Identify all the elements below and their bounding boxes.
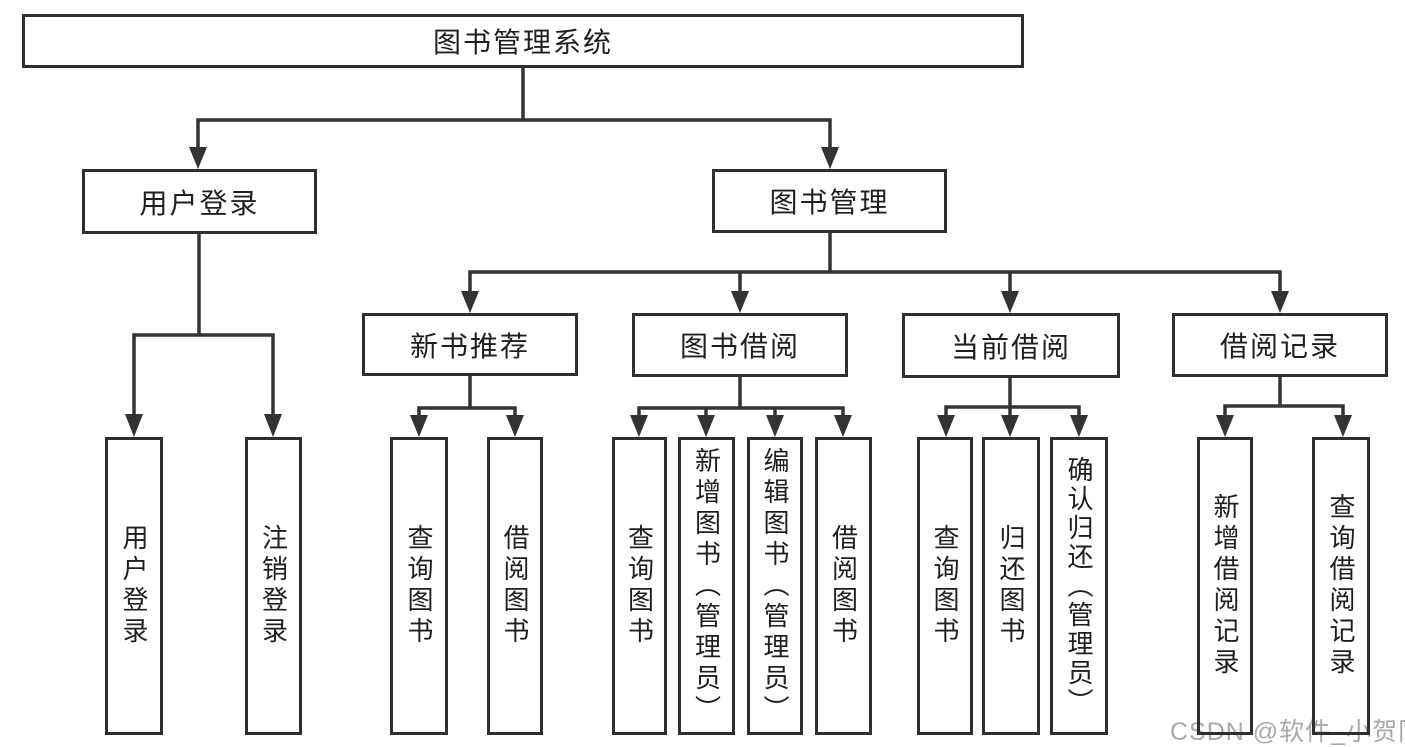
node-borrow-records: 借阅记录 xyxy=(1172,313,1388,377)
node-logout: 注销登录 xyxy=(245,437,302,735)
node-bor-edit-books-admin-label: 编辑图书（管理员） xyxy=(760,446,790,726)
node-cur-return-books: 归还图书 xyxy=(982,437,1040,735)
node-book-borrow: 图书借阅 xyxy=(632,313,848,377)
node-borrow-records-label: 借阅记录 xyxy=(1219,331,1340,362)
node-bor-query-books: 查询图书 xyxy=(612,437,667,735)
node-user-login: 用户登录 xyxy=(82,169,317,234)
node-cur-query-books: 查询图书 xyxy=(917,437,973,735)
node-add-borrow-record-label: 新增借阅记录 xyxy=(1210,493,1240,679)
node-user-login-label: 用户登录 xyxy=(139,187,260,219)
node-new-book-recommend: 新书推荐 xyxy=(362,313,578,376)
node-add-borrow-record: 新增借阅记录 xyxy=(1197,437,1253,735)
node-query-borrow-record-label: 查询借阅记录 xyxy=(1326,493,1356,679)
node-bor-borrow-books: 借阅图书 xyxy=(815,437,872,735)
node-bor-edit-books-admin: 编辑图书（管理员） xyxy=(747,437,803,735)
node-bor-add-books-admin: 新增图书（管理员） xyxy=(678,437,735,735)
node-bor-query-books-label: 查询图书 xyxy=(624,524,655,648)
node-current-borrow: 当前借阅 xyxy=(902,313,1120,378)
node-bor-borrow-books-label: 借阅图书 xyxy=(828,524,859,648)
node-book-management: 图书管理 xyxy=(712,169,947,233)
node-cur-confirm-return-admin: 确认归还（管理员） xyxy=(1050,437,1108,735)
node-logout-label: 注销登录 xyxy=(258,524,289,648)
node-rec-query-books-label: 查询图书 xyxy=(404,524,434,648)
node-query-borrow-record: 查询借阅记录 xyxy=(1312,437,1370,735)
node-rec-query-books: 查询图书 xyxy=(390,437,448,735)
node-rec-borrow-books-label: 借阅图书 xyxy=(500,524,530,648)
node-cur-confirm-return-admin-label: 确认归还（管理员） xyxy=(1064,455,1094,717)
node-system: 图书管理系统 xyxy=(22,14,1024,68)
node-cur-return-books-label: 归还图书 xyxy=(996,524,1026,648)
node-cur-query-books-label: 查询图书 xyxy=(930,524,960,648)
node-rec-borrow-books: 借阅图书 xyxy=(487,437,543,735)
node-bor-add-books-admin-label: 新增图书（管理员） xyxy=(691,446,722,726)
node-current-borrow-label: 当前借阅 xyxy=(950,331,1071,363)
csdn-watermark: CSDN @软件_小贺同学 xyxy=(1170,718,1405,746)
node-system-label: 图书管理系统 xyxy=(432,27,613,58)
node-login-action: 用户登录 xyxy=(105,437,163,735)
node-login-action-label: 用户登录 xyxy=(119,524,149,648)
node-book-management-label: 图书管理 xyxy=(769,187,890,218)
node-new-book-recommend-label: 新书推荐 xyxy=(409,330,530,362)
node-book-borrow-label: 图书借阅 xyxy=(679,331,800,362)
